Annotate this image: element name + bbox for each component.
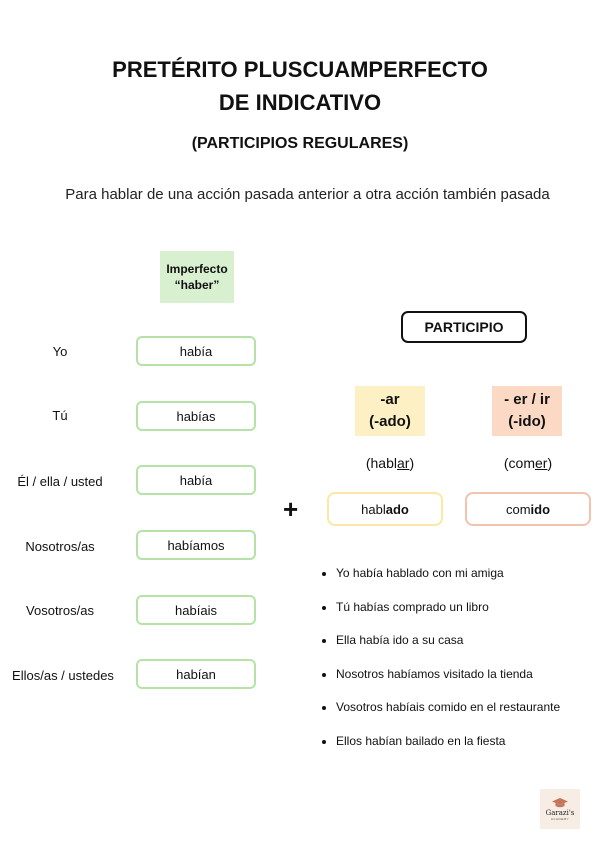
- pronoun-el: Él / ella / usted: [17, 474, 103, 489]
- bullet-icon: [322, 639, 326, 643]
- verb-er-ending: er: [535, 455, 548, 471]
- haber-form-el: había: [136, 465, 256, 495]
- verb-ar-open: (habl: [365, 455, 397, 471]
- plus-sign: +: [283, 494, 299, 524]
- participle-er-ending: ido: [530, 501, 551, 517]
- list-item: Tú habías comprado un libro: [322, 600, 560, 634]
- examples-list: Yo había hablado con mi amiga Tú habías …: [322, 566, 560, 767]
- bullet-icon: [322, 739, 326, 744]
- pronoun-vosotros: Vosotros/as: [26, 603, 94, 618]
- participle-ar-stem: habl: [361, 501, 386, 517]
- pronoun-ellos: Ellos/as / ustedes: [12, 668, 114, 683]
- bullet-icon: [322, 605, 326, 610]
- ending-er-line2: (-ido): [508, 413, 546, 430]
- pronoun-tu: Tú: [52, 408, 68, 423]
- haber-form-nosotros: habíamos: [136, 530, 256, 560]
- list-item: Yo había hablado con mi amiga: [322, 566, 560, 600]
- verb-example-ar: (hablar): [340, 455, 440, 471]
- ending-er: - er / ir (-ido): [492, 386, 562, 436]
- pronoun-nosotros: Nosotros/as: [25, 539, 95, 554]
- verb-example-er: (comer): [478, 455, 578, 471]
- ending-ar-line1: -ar: [380, 391, 400, 408]
- graduation-cap-icon: [552, 798, 568, 808]
- bullet-icon: [322, 706, 326, 710]
- bullet-icon: [322, 572, 326, 576]
- verb-er-close: ): [547, 455, 553, 471]
- bullet-icon: [322, 672, 326, 677]
- academy-logo: Garazi's ACADEMY: [540, 789, 580, 829]
- haber-form-vosotros: habíais: [136, 595, 256, 625]
- pronoun-yo: Yo: [52, 344, 68, 359]
- logo-sub: ACADEMY: [550, 817, 570, 821]
- logo-name: Garazi's: [545, 809, 575, 817]
- ending-ar-line2: (-ado): [369, 413, 411, 430]
- list-item: Vosotros habíais comido en el restaurant…: [322, 700, 560, 734]
- participio-label: PARTICIPIO: [401, 311, 527, 343]
- haber-form-yo: había: [136, 336, 256, 366]
- verb-er-open: (com: [503, 455, 535, 471]
- verb-ar-ending: ar: [397, 455, 410, 471]
- haber-header: Imperfecto “haber”: [160, 251, 234, 303]
- page-title-line1: PRETÉRITO PLUSCUAMPERFECTO: [112, 57, 488, 82]
- list-item: Nosotros habíamos visitado la tienda: [322, 667, 560, 701]
- haber-form-tu: habías: [136, 401, 256, 431]
- list-item: Ellos habían bailado en la fiesta: [322, 734, 560, 768]
- ending-ar: -ar (-ado): [355, 386, 425, 436]
- page-title-line2: DE INDICATIVO: [218, 90, 382, 115]
- participle-ar-ending: ado: [385, 501, 409, 517]
- haber-form-ellos: habían: [136, 659, 256, 689]
- verb-ar-close: ): [409, 455, 415, 471]
- page-subtitle: (PARTICIPIOS REGULARES): [191, 135, 409, 152]
- haber-header-line2: “haber”: [174, 278, 220, 292]
- list-item: Ella había ido a su casa: [322, 633, 560, 667]
- description: Para hablar de una acción pasada anterio…: [65, 186, 550, 203]
- ending-er-line1: - er / ir: [504, 391, 550, 408]
- participle-er-stem: com: [505, 501, 531, 517]
- haber-header-line1: Imperfecto: [166, 262, 228, 276]
